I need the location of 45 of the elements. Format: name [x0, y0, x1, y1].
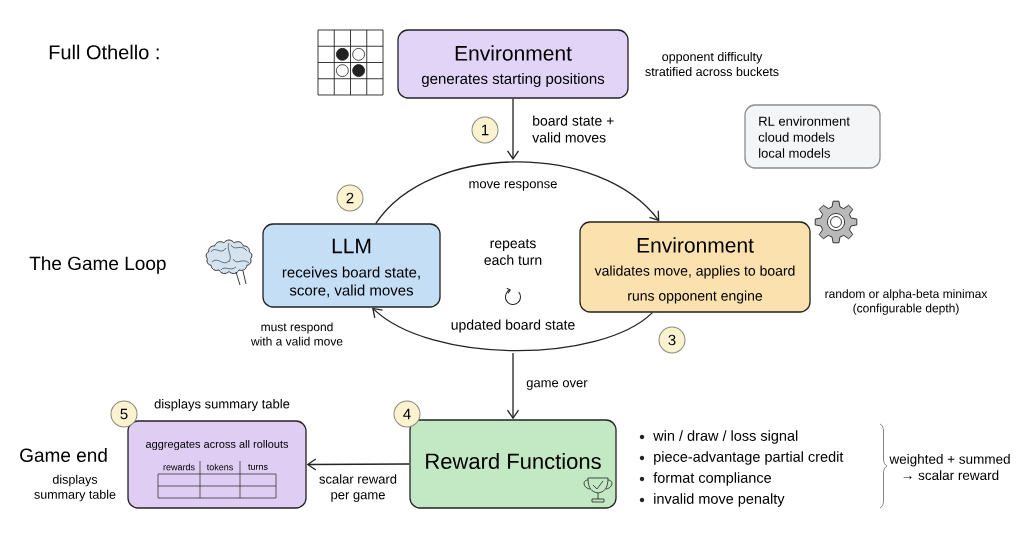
note-box	[744, 104, 881, 169]
callout-number: 1	[471, 116, 499, 144]
arrow	[372, 307, 654, 352]
callout-number: 3	[658, 326, 686, 354]
box-text: aggregates across all rollouts	[145, 439, 289, 451]
box-heading: Environment	[455, 45, 572, 61]
note-text: repeats each turn	[484, 239, 542, 265]
box-text: generates starting positions	[421, 73, 605, 87]
table-header: turns	[248, 464, 268, 470]
arrow	[506, 352, 520, 420]
note-text: displays summary table	[34, 474, 116, 502]
bullet-text: win / draw / loss signal	[653, 430, 798, 444]
title: Full Othello :	[49, 44, 159, 60]
bullet-text: piece-advantage partial credit	[654, 451, 844, 465]
box-heading: LLM	[332, 238, 371, 254]
callout-number: 2	[336, 184, 364, 212]
arrow	[506, 98, 520, 160]
section-label: Game end	[20, 448, 107, 462]
box-heading: Reward Functions	[426, 452, 601, 470]
edge-label: game over	[526, 380, 588, 390]
callout-number: 5	[110, 400, 138, 428]
edge-label: scalar reward per game	[319, 474, 397, 502]
edge-label: updated board state	[451, 319, 575, 333]
bullet-text: invalid move penalty	[654, 493, 785, 507]
note-text: displays summary table	[154, 398, 290, 412]
bullet-text: format compliance	[653, 472, 771, 486]
table-header: rewards	[163, 463, 195, 471]
box-heading: Environment	[637, 237, 754, 253]
note-text: must respond with a valid move	[250, 322, 343, 346]
note-text: RL environment	[759, 116, 850, 126]
box-text: runs opponent engine	[628, 290, 763, 304]
note-text: local models	[759, 148, 830, 158]
note-text: random or alpha-beta minimax (configurable depth)	[825, 289, 988, 315]
arrow	[375, 161, 660, 224]
box-text: receives board state, score, valid moves	[282, 266, 420, 298]
box-text: validates move, applies to board	[594, 265, 795, 279]
note-text: weighted + summed → scalar reward	[889, 453, 1010, 481]
edge-label: move response	[469, 181, 557, 191]
arrow	[306, 458, 410, 471]
edge-label: board state + valid moves	[532, 115, 614, 143]
table-header: tokens	[206, 463, 233, 471]
note-text: opponent difficulty stratified across buckets	[645, 51, 779, 77]
note-text: cloud models	[758, 132, 835, 142]
callout-number: 4	[393, 400, 421, 428]
section-label: The Game Loop	[29, 256, 166, 274]
